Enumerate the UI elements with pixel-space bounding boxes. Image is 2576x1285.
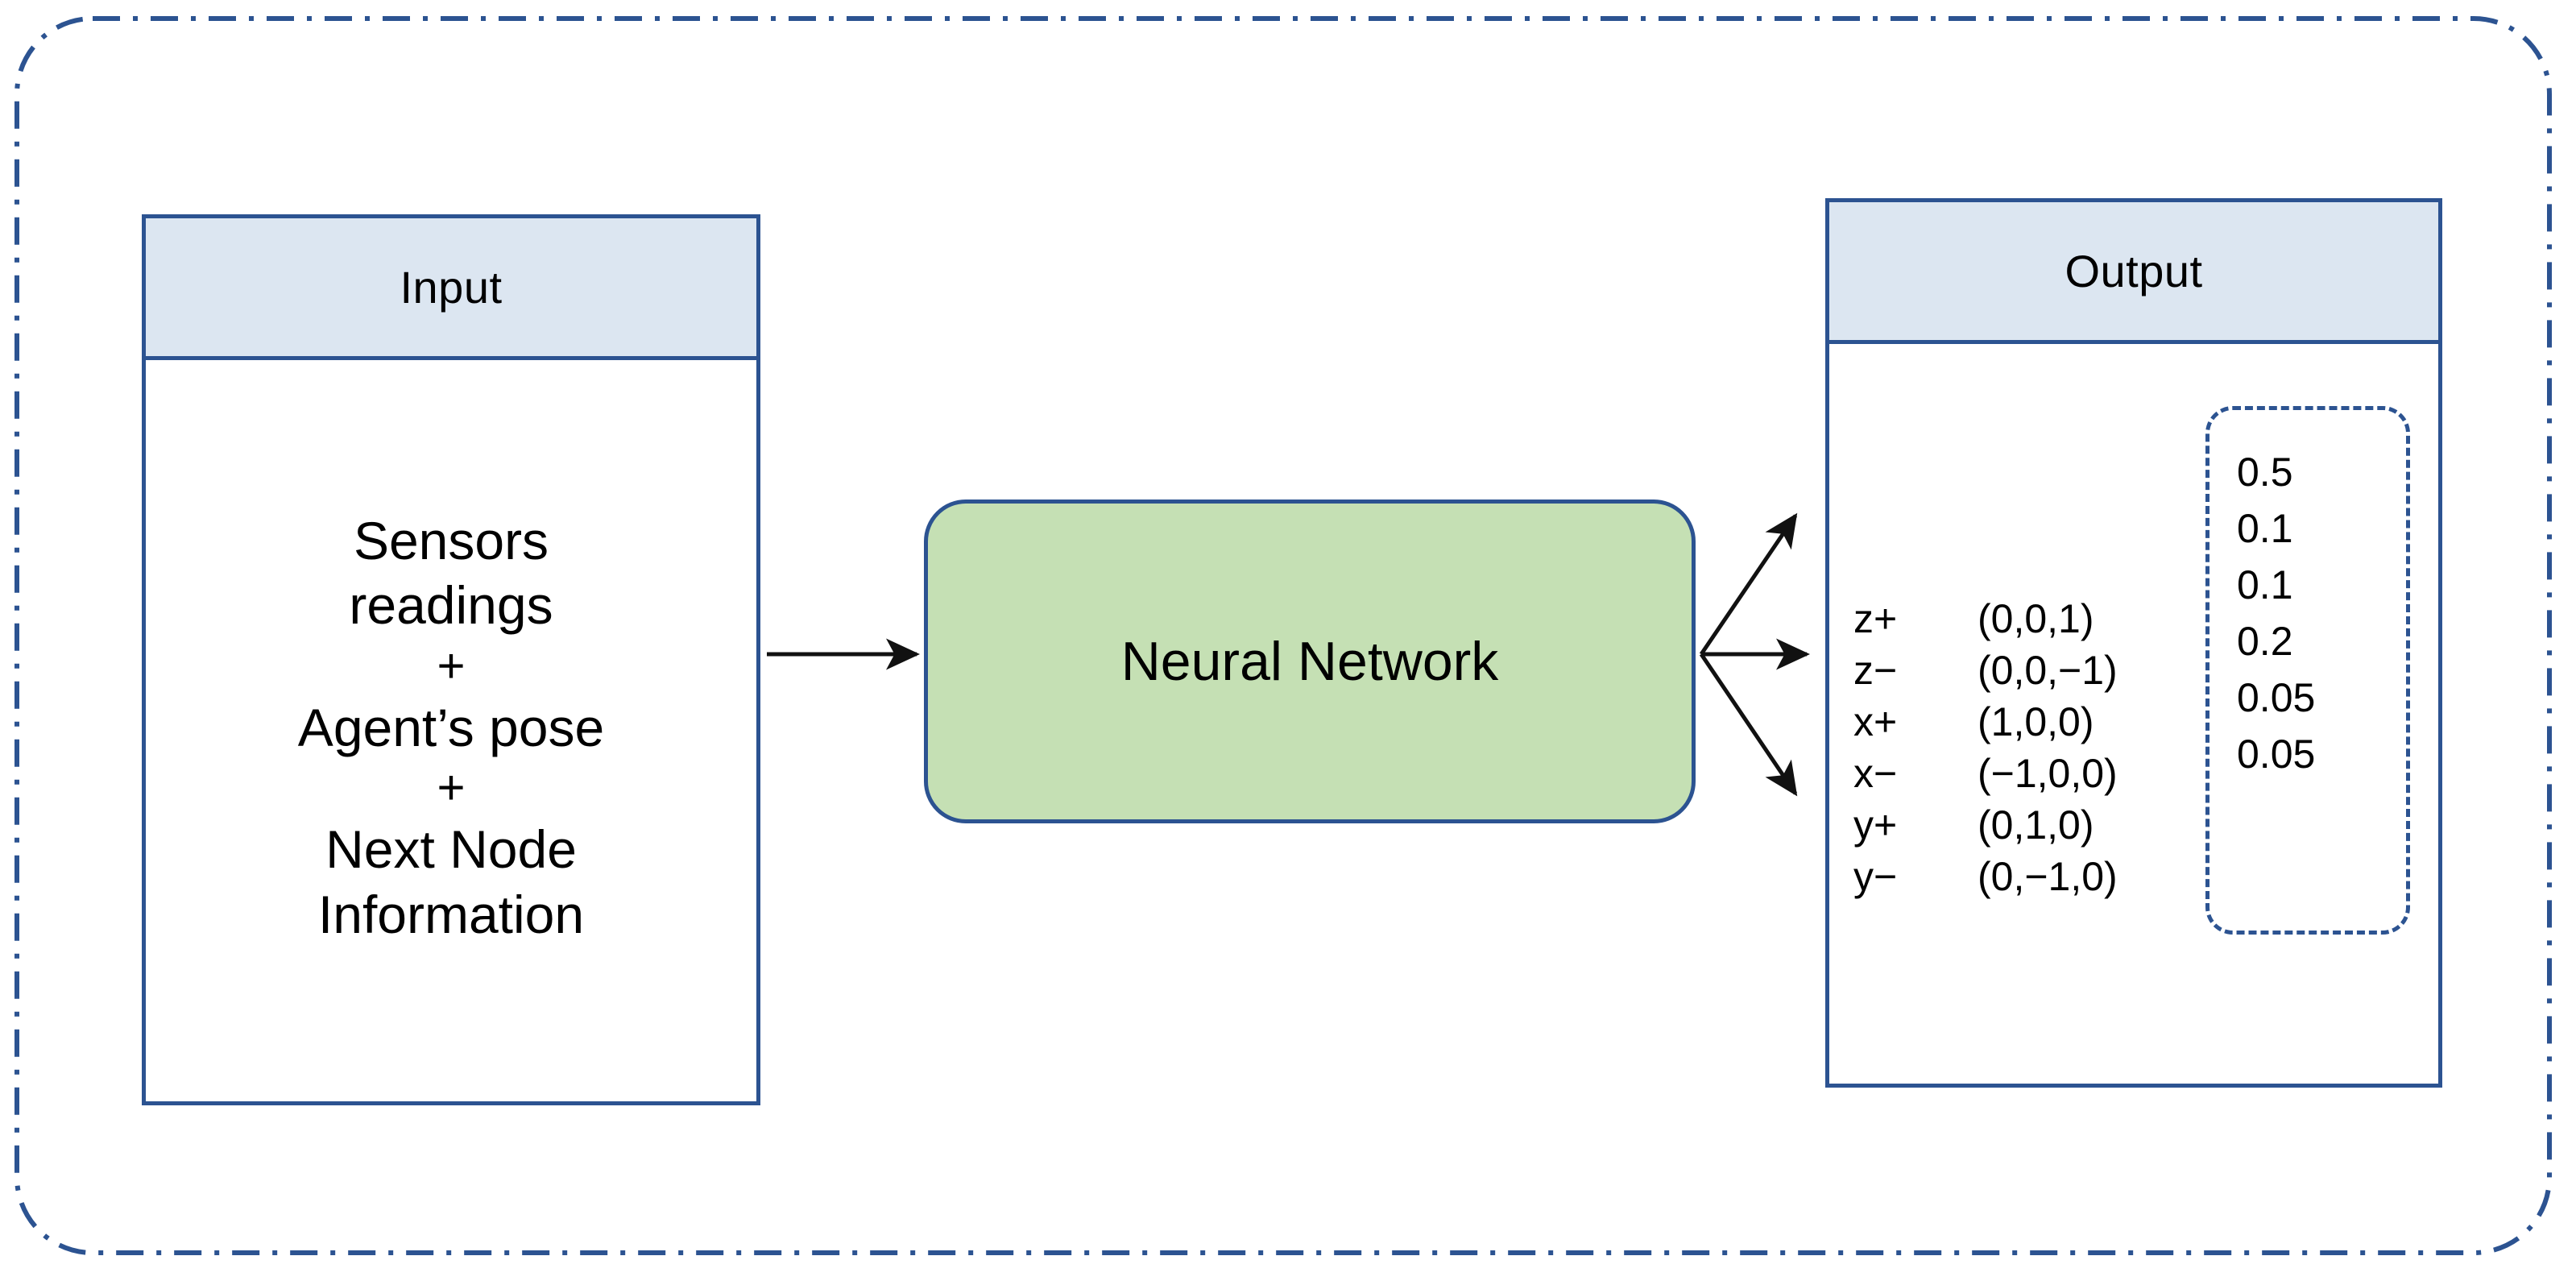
output-row: x− (−1,0,0)	[1849, 753, 2227, 805]
output-panel: Output z+ (0,0,1) z− (0,0,−1) x+ (1,0,0)…	[1825, 198, 2442, 1088]
output-panel-body: z+ (0,0,1) z− (0,0,−1) x+ (1,0,0) x− (−1…	[1829, 344, 2438, 1084]
input-line-agent-pose: Agent’s pose	[297, 697, 605, 757]
probability-item: 0.05	[2237, 732, 2316, 777]
output-vector-value: (−1,0,0)	[1978, 751, 2118, 796]
output-vector-value: (0,0,1)	[1978, 596, 2094, 641]
output-vector-value: (1,0,0)	[1978, 699, 2094, 744]
input-panel-title: Input	[400, 261, 503, 313]
output-vector-value: (0,1,0)	[1978, 802, 2094, 848]
output-action-list: z+ (0,0,1) z− (0,0,−1) x+ (1,0,0) x− (−1…	[1849, 599, 2227, 908]
input-line-plus-2: +	[437, 761, 466, 815]
output-panel-header: Output	[1829, 202, 2438, 344]
probability-item: 0.1	[2237, 506, 2293, 551]
input-line-sensors: Sensors	[353, 510, 549, 570]
input-line-next-node: Next Node	[325, 819, 577, 880]
input-panel-body: Sensors readings + Agent’s pose + Next N…	[146, 360, 756, 1101]
output-axis-label: x−	[1853, 751, 1898, 796]
probability-item: 0.2	[2237, 619, 2293, 664]
output-axis-label: y−	[1853, 854, 1898, 899]
arrow-nn-to-output-down	[1699, 653, 1798, 797]
arrow-nn-to-output-up	[1699, 512, 1798, 656]
neural-network-label: Neural Network	[1120, 631, 1499, 692]
input-line-plus-1: +	[437, 638, 466, 693]
neural-network-box: Neural Network	[924, 499, 1696, 823]
output-row: z− (0,0,−1)	[1849, 650, 2227, 702]
probability-item: 0.05	[2237, 675, 2316, 720]
probability-item: 0.5	[2237, 450, 2293, 495]
probability-list: 0.5 0.1 0.1 0.2 0.05 0.05	[2209, 452, 2406, 790]
input-line-readings: readings	[349, 575, 553, 636]
probability-dashed-box: 0.5 0.1 0.1 0.2 0.05 0.05	[2205, 406, 2410, 935]
output-axis-label: z+	[1853, 596, 1898, 641]
output-axis-label: y+	[1853, 802, 1898, 848]
output-row: x+ (1,0,0)	[1849, 702, 2227, 753]
output-row: y+ (0,1,0)	[1849, 805, 2227, 856]
input-panel-header: Input	[146, 218, 756, 360]
input-line-information: Information	[317, 884, 585, 944]
output-vector-value: (0,−1,0)	[1978, 854, 2118, 899]
input-panel: Input Sensors readings + Agent’s pose + …	[142, 214, 760, 1105]
output-panel-title: Output	[2065, 245, 2203, 296]
output-axis-label: z−	[1853, 648, 1898, 693]
output-row: y− (0,−1,0)	[1849, 856, 2227, 908]
output-axis-label: x+	[1853, 699, 1898, 744]
output-row: z+ (0,0,1)	[1849, 599, 2227, 650]
probability-item: 0.1	[2237, 562, 2293, 607]
output-vector-value: (0,0,−1)	[1978, 648, 2118, 693]
